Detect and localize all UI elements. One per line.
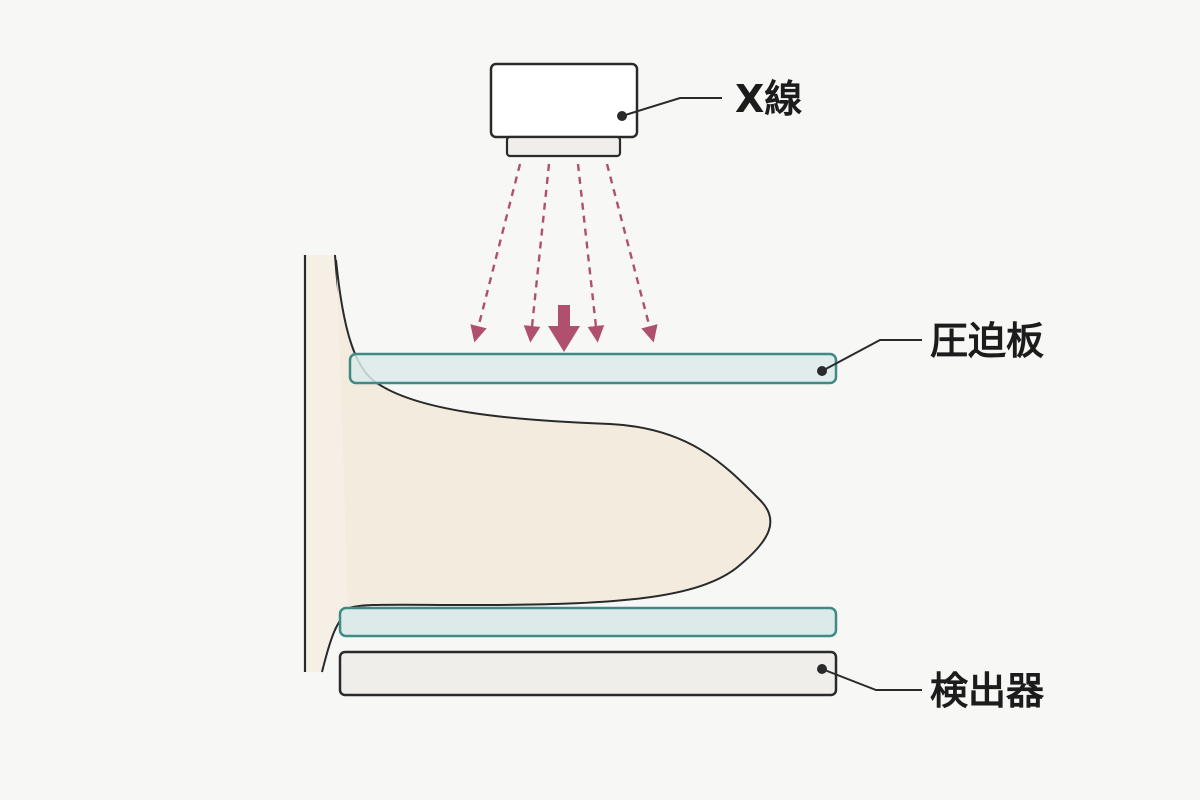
detector-label: 検出器 xyxy=(930,669,1045,713)
compression-plate-leader-line xyxy=(821,339,922,372)
xray-collimator xyxy=(505,135,622,158)
compressed-breast xyxy=(336,260,771,609)
beam-line xyxy=(576,163,605,343)
compression-plate-leader xyxy=(817,339,922,376)
xray-leader xyxy=(617,97,722,121)
body-torso xyxy=(303,254,351,673)
xray-tube-icon xyxy=(489,62,639,158)
lower-support-plate xyxy=(338,606,838,638)
down-arrow-icon xyxy=(548,305,580,352)
xray-leader-line xyxy=(621,97,722,117)
compression-plate-label: 圧迫板 xyxy=(930,319,1044,363)
beam-line xyxy=(605,163,658,343)
breast-contour-line xyxy=(335,259,772,610)
beam-line xyxy=(523,163,551,343)
torso-silhouette xyxy=(305,255,350,672)
xray-beams xyxy=(470,163,658,343)
upper-compression-plate xyxy=(348,352,838,385)
detector-leader xyxy=(817,664,922,691)
xray-label: X線 xyxy=(735,77,802,121)
beam-line xyxy=(470,163,522,343)
detector-leader-line xyxy=(821,668,922,691)
xray-tube-housing xyxy=(489,62,639,139)
detector-plate xyxy=(338,650,838,697)
